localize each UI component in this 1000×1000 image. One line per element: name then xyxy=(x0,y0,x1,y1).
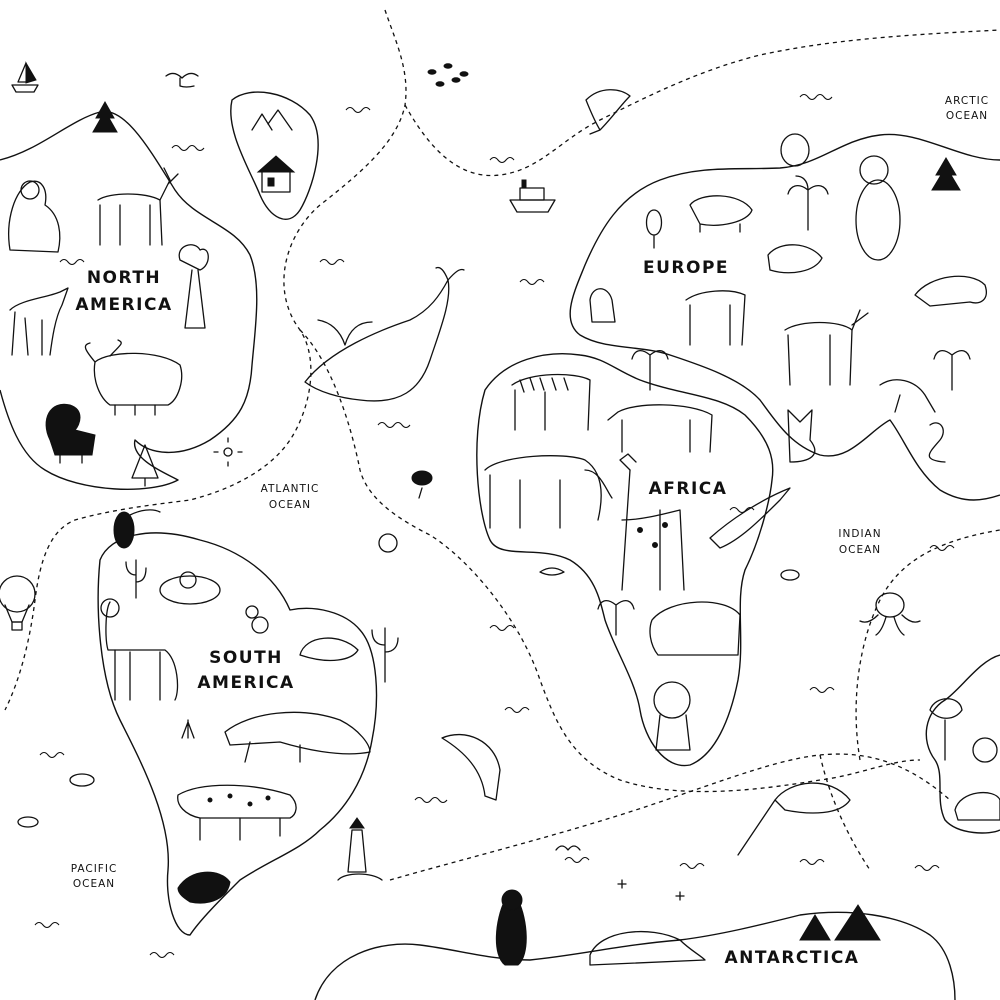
palm-tree-icon-4 xyxy=(597,599,635,636)
australia-landmass xyxy=(925,654,1000,834)
route-north-south xyxy=(4,9,407,711)
pine-tree-icon-2 xyxy=(931,157,961,191)
manta-ray-icon xyxy=(585,89,631,135)
label-pacific-ocean: PACIFIC xyxy=(71,863,118,875)
label-arctic-ocean-2: OCEAN xyxy=(946,110,988,122)
yak-icon xyxy=(84,339,183,416)
greenland-island xyxy=(230,91,319,220)
palm-tree-icon-3 xyxy=(631,349,669,391)
mountains-icon-2 xyxy=(799,904,881,941)
fox-icon xyxy=(787,409,816,463)
fish-school-icon xyxy=(427,63,469,87)
house-icon xyxy=(256,155,296,193)
stars-icon xyxy=(617,879,685,901)
pine-tree-icon xyxy=(92,100,118,133)
route-indian-south xyxy=(819,754,871,871)
seagull-icon xyxy=(165,72,199,88)
boar-icon xyxy=(689,195,753,233)
tapir-icon xyxy=(177,871,231,904)
lion-icon xyxy=(653,681,691,751)
tortoise-icon xyxy=(954,791,1000,821)
seashell-icon xyxy=(539,567,565,576)
saguaro-cactus-icon xyxy=(371,627,399,683)
hot-air-balloon-icon xyxy=(0,575,36,631)
sun-icon xyxy=(213,437,243,467)
label-indian-ocean-2: OCEAN xyxy=(839,544,881,556)
crocodile-icon xyxy=(709,487,791,549)
prickly-pear-icon xyxy=(245,605,269,634)
sea-waves xyxy=(34,93,955,959)
penguin-icon xyxy=(495,889,527,966)
hippo-icon xyxy=(649,601,741,656)
pufferfish-icon xyxy=(378,533,398,553)
palm-tree-icon xyxy=(787,175,829,231)
rhino-icon xyxy=(607,404,713,453)
koala-icon xyxy=(972,737,998,763)
whale-icon xyxy=(304,266,465,402)
fir-tree-icon xyxy=(131,444,159,487)
baobab-tree-icon xyxy=(929,698,963,761)
africa-landmass xyxy=(476,353,774,767)
tree-icon xyxy=(645,209,663,249)
label-south-america-2: AMERICA xyxy=(197,673,294,693)
raccoon-icon xyxy=(767,244,823,274)
giraffe-icon xyxy=(619,453,685,591)
polar-bear-icon xyxy=(8,180,61,253)
ship-icon xyxy=(509,179,556,213)
route-atlantic-africa xyxy=(299,329,921,793)
south-america-landmass xyxy=(97,532,378,936)
anteater-icon xyxy=(224,711,371,763)
elephant-icon xyxy=(484,455,613,529)
skunk-icon xyxy=(45,403,96,464)
route-indian xyxy=(855,529,1000,761)
deer-icon xyxy=(97,167,179,246)
grass-plant-icon xyxy=(181,719,195,739)
label-atlantic-ocean: ATLANTIC xyxy=(261,483,320,495)
redwood-tree-icon xyxy=(178,244,209,329)
label-arctic-ocean: ARCTIC xyxy=(945,95,989,107)
moose-icon xyxy=(784,309,869,386)
label-north-america-2: AMERICA xyxy=(75,295,172,315)
label-north-america: NORTH xyxy=(87,268,161,288)
walrus-icon xyxy=(589,930,706,966)
lighthouse-icon xyxy=(337,817,383,881)
snow-leopard-icon xyxy=(914,275,987,307)
label-atlantic-ocean-2: OCEAN xyxy=(269,499,311,511)
lynx-icon xyxy=(685,290,746,346)
label-pacific-ocean-2: OCEAN xyxy=(73,878,115,890)
antarctica-landmass xyxy=(314,911,956,1000)
cactus-icon xyxy=(125,559,147,599)
label-indian-ocean: INDIAN xyxy=(838,528,881,540)
raincloud-icon xyxy=(411,470,433,499)
label-europe: EUROPE xyxy=(643,258,729,278)
owl-icon xyxy=(780,133,810,167)
cobra-icon xyxy=(928,422,946,463)
toucan-icon xyxy=(113,509,161,549)
narwhal-icon xyxy=(737,782,851,856)
armadillo-icon xyxy=(299,637,359,662)
label-africa: AFRICA xyxy=(649,479,728,499)
label-south-america: SOUTH xyxy=(209,648,283,668)
monkey-icon xyxy=(879,379,936,413)
mountains-icon xyxy=(251,109,293,131)
label-antarctica: ANTARCTICA xyxy=(725,948,860,968)
wolf-icon xyxy=(9,287,69,356)
zebra-icon xyxy=(511,373,591,431)
palm-tree-icon-2 xyxy=(933,349,971,391)
sloth-icon xyxy=(159,571,221,605)
eurasia-landmass xyxy=(569,133,1000,501)
north-america-landmass xyxy=(0,110,258,491)
octopus-icon xyxy=(859,592,921,636)
route-southern xyxy=(389,753,951,881)
llama-icon xyxy=(100,598,179,701)
brown-bear-icon xyxy=(855,155,901,261)
jaguar-icon xyxy=(177,784,297,841)
dolphin-icon xyxy=(441,733,501,801)
fish-icon xyxy=(17,569,800,828)
rabbit-icon xyxy=(589,288,616,323)
route-atlantic-arctic xyxy=(404,29,1000,177)
seagull-icon-2 xyxy=(555,845,581,851)
sailboat-icon xyxy=(11,61,39,93)
